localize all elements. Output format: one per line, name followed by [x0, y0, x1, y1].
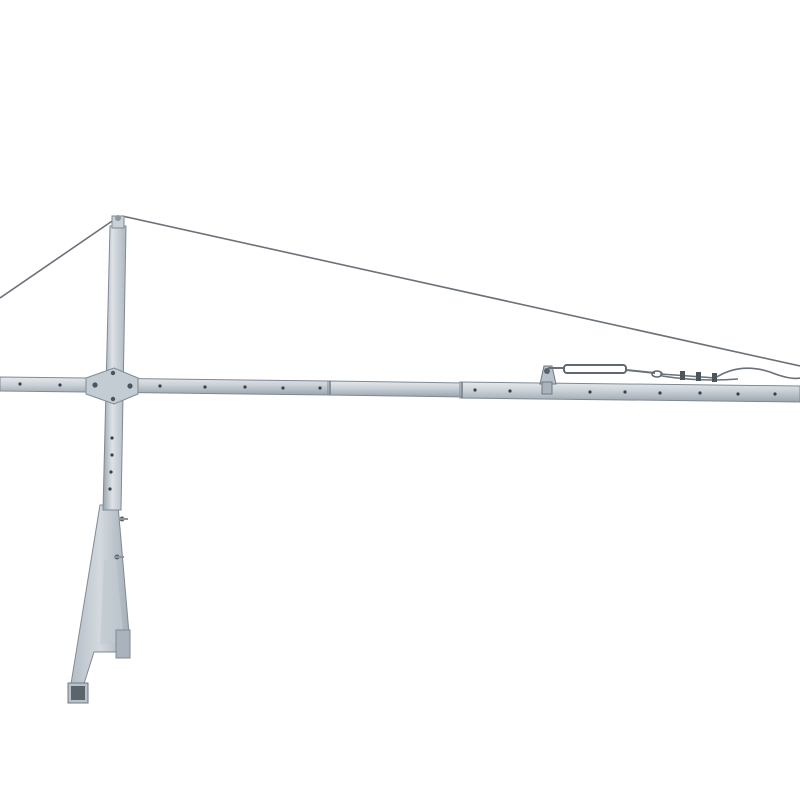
base-foot-tube-opening	[71, 686, 85, 700]
beam-hole	[243, 385, 247, 389]
post-top-pin	[115, 215, 121, 221]
beam-hole	[773, 392, 777, 396]
beam-hole	[203, 385, 207, 389]
beam-hole	[158, 384, 162, 388]
anchor-plate	[541, 381, 553, 395]
beam-hole	[658, 391, 662, 395]
beam-hole	[281, 386, 285, 390]
beam-hole	[318, 386, 322, 390]
beam-hole	[698, 391, 702, 395]
left-stay-cable	[0, 216, 119, 299]
clamp-bolt	[110, 370, 116, 376]
support-base	[67, 504, 131, 704]
post-hole	[108, 487, 112, 491]
beam-hole	[623, 390, 627, 394]
beam-hole	[588, 390, 592, 394]
rope-clip	[712, 373, 717, 382]
beam-hole	[58, 383, 62, 387]
rope-loop	[659, 367, 800, 380]
turnbuckle-assembly	[539, 364, 800, 395]
base-gusset	[69, 504, 131, 691]
post-hole	[110, 453, 114, 457]
clamp-plate	[85, 367, 139, 405]
post-hole	[110, 436, 114, 440]
rope-clip	[696, 372, 701, 381]
vertical-post	[102, 215, 127, 511]
anchor-lug-pin	[544, 368, 550, 374]
clamp-bolt	[110, 396, 116, 402]
rope-clip	[680, 371, 685, 380]
beam-hole	[473, 388, 477, 392]
beam-holes	[18, 382, 777, 396]
turnbuckle-body	[563, 364, 627, 374]
clamp-bolt	[127, 383, 133, 389]
base-inner-face	[100, 560, 124, 645]
beam-section-left	[0, 376, 331, 396]
turnbuckle-rod	[625, 369, 656, 374]
base-back-plate	[115, 629, 131, 659]
post-hole	[109, 470, 113, 474]
right-stay-cable	[121, 215, 800, 367]
beam-hole	[736, 392, 740, 396]
stay-cables	[0, 215, 800, 367]
beam-hole	[508, 389, 512, 393]
cross-clamp-plate	[85, 367, 139, 405]
beam-section-middle	[327, 380, 466, 398]
beam-hole	[18, 382, 22, 386]
clamp-bolt	[92, 382, 98, 388]
